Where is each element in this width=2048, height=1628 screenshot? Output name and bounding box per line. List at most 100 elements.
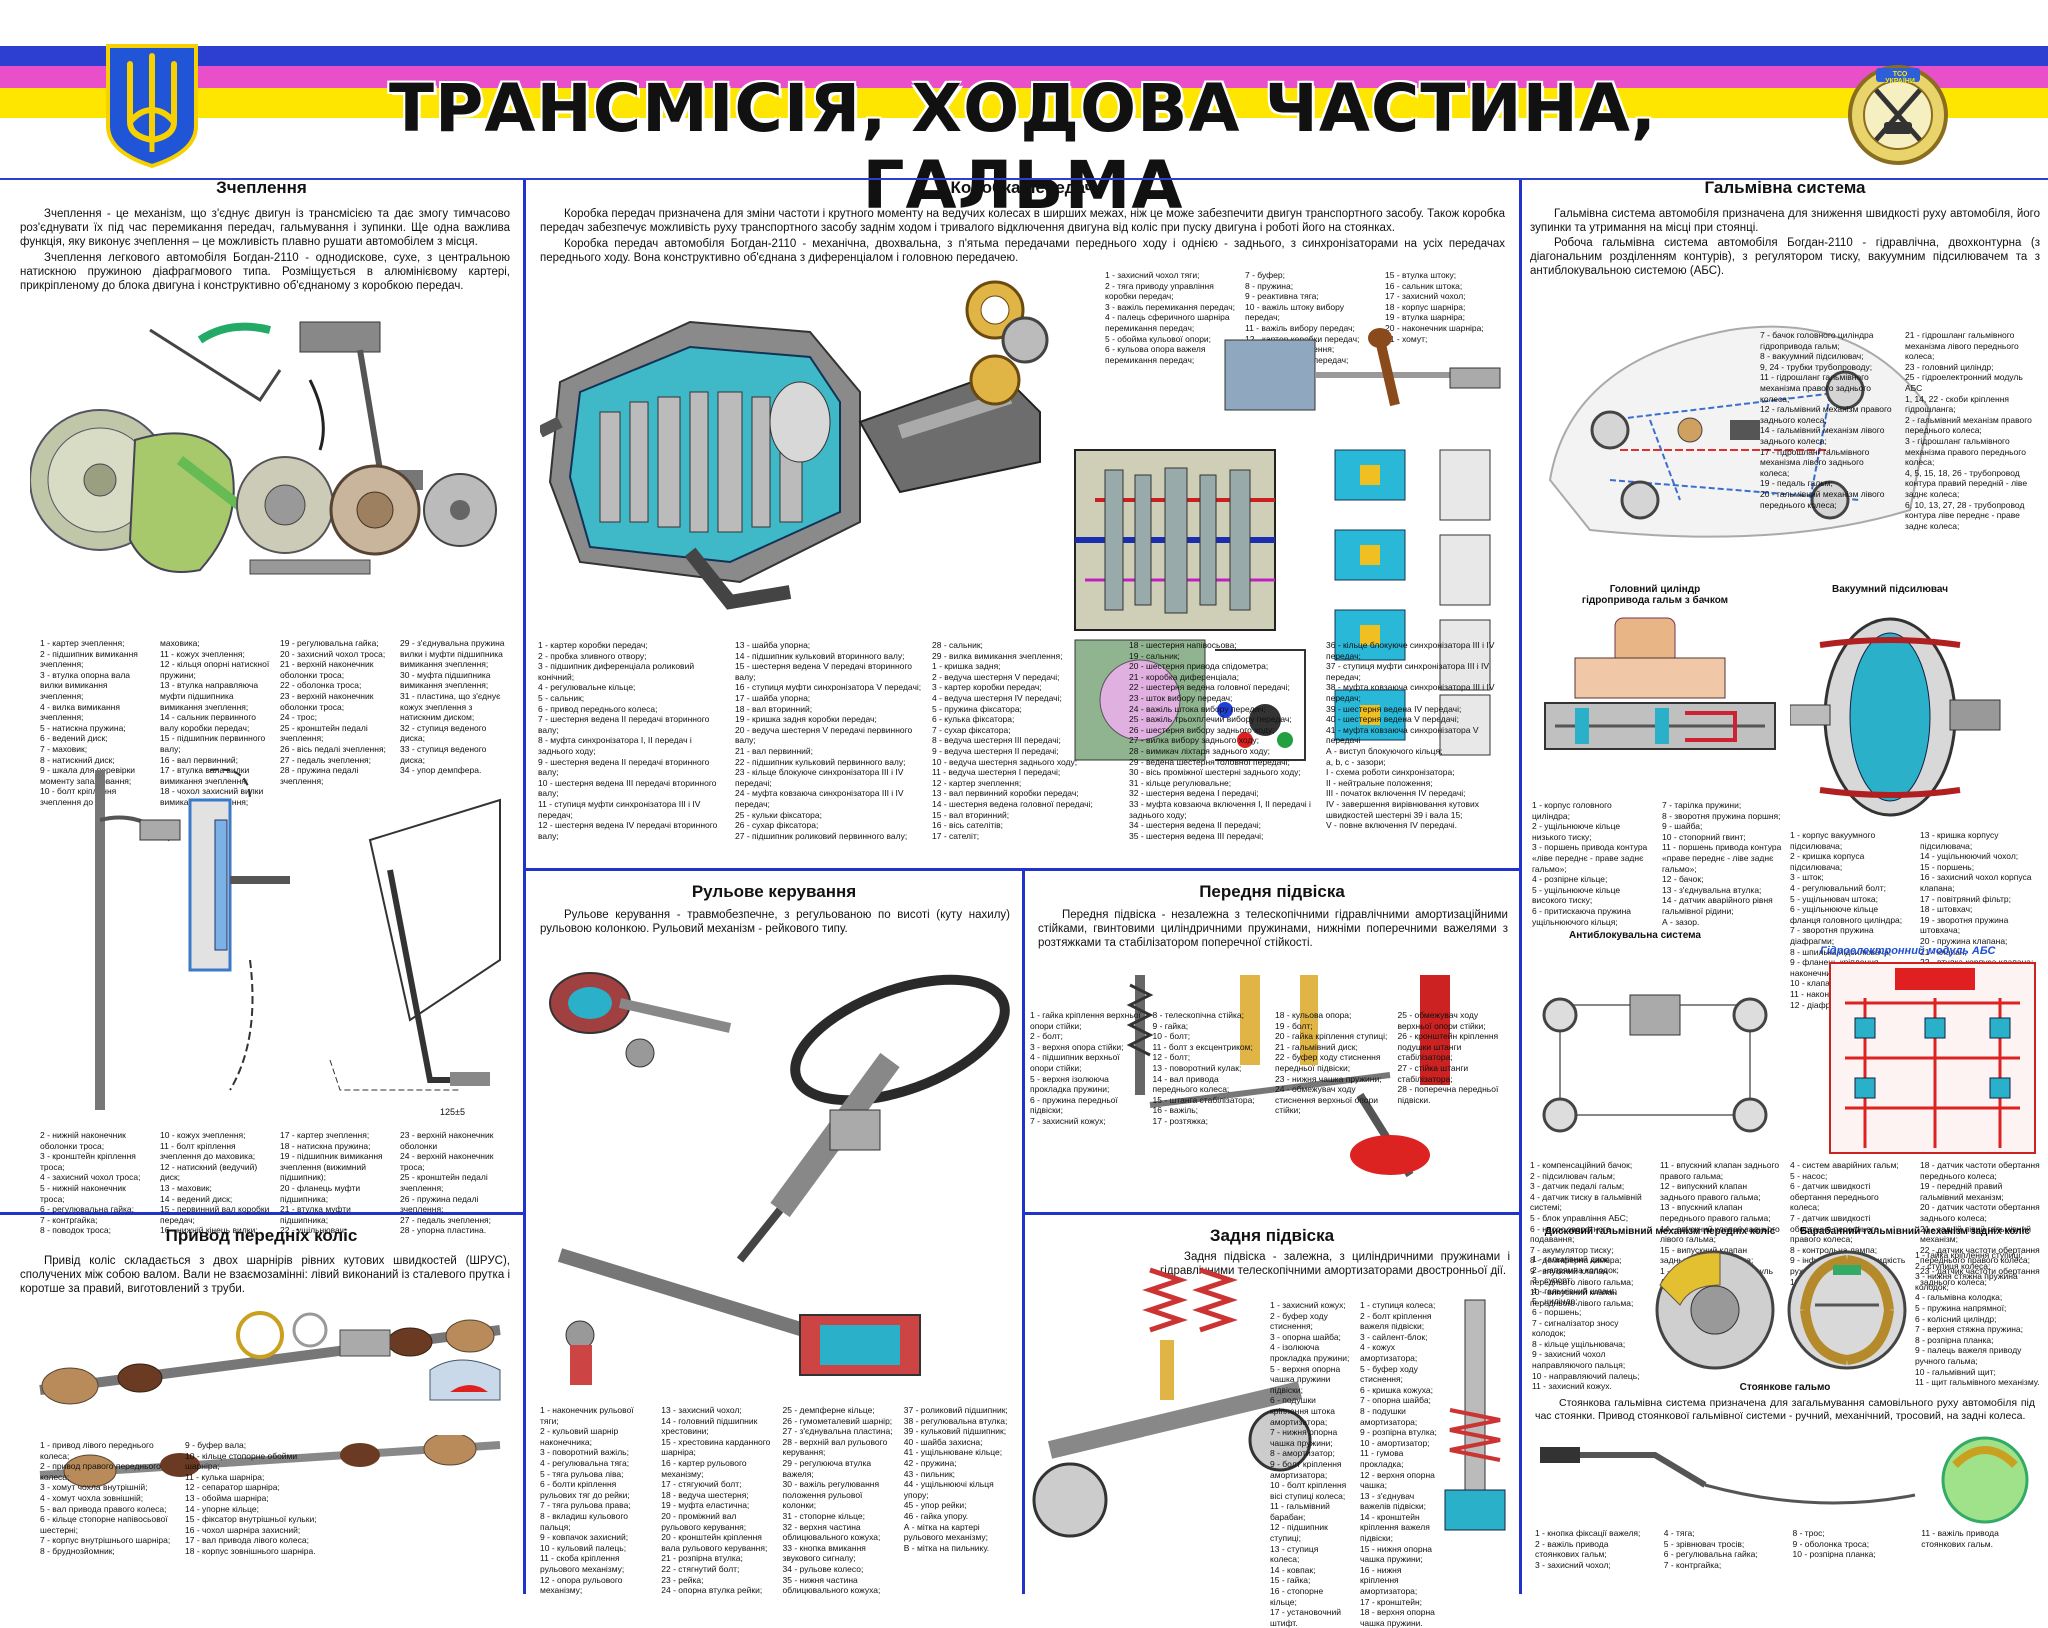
legend-item: 18 - ведуча шестерня; — [661, 1489, 749, 1500]
legend-item: 10 - ведуча шестерня заднього ходу; — [932, 756, 1078, 767]
legend-item: 4 - регулювальний болт; — [1790, 882, 1886, 893]
legend-item: 21 - задній лівий гальмівний механізм; — [1920, 1223, 2031, 1245]
rear-shock-illustration — [1444, 1299, 1506, 1531]
legend-item: 7 - контргайка; — [40, 1214, 98, 1225]
clutch-paragraph-1: Зчеплення - це механізм, що з'єднує двиг… — [20, 208, 510, 248]
legend-item: 26 - кронштейн кріплення подушки штанги … — [1397, 1031, 1499, 1063]
legend-item: 13 - з'єднувальна втулка; — [1662, 884, 1762, 895]
legend-item: 17 - втулка вала вилки вимикання зчеплен… — [160, 765, 250, 786]
legend-item: 11 - кулька шарніра; — [185, 1471, 265, 1482]
legend-item: 29 - вилка вимикання зчеплення; — [932, 650, 1063, 661]
legend-item: 25 - кульки фіксатора; — [735, 809, 822, 820]
legend-item: 9 - впускний клапан переднього лівого га… — [1530, 1265, 1634, 1287]
legend-item: 16 - картер рульового механізму; — [661, 1457, 747, 1479]
gearbox-legend-top: 1 - захисний чохол тяги;2 - тяга приводу… — [1105, 270, 1515, 365]
legend-item: 12 - верхня опорна чашка; — [1360, 1469, 1435, 1491]
legend-item: 10 - болт; — [1152, 1031, 1191, 1042]
parking-brake-legend: 1 - кнопка фіксації важеля;2 - важіль пр… — [1535, 1528, 2040, 1570]
legend-item: 4 - датчик тиску в гальмівній системі; — [1530, 1191, 1642, 1213]
legend-item: 27 - стійка штанги стабілізатора; — [1397, 1062, 1469, 1084]
brakes-paragraph-1: Гальмівна система автомобіля призначена … — [1530, 208, 2040, 234]
legend-item: 21 - гідрошланг гальмівного механізма лі… — [1905, 330, 2019, 362]
legend-item: 2 - кульовий шарнір наконечника; — [540, 1426, 619, 1447]
drum-brake-illustration — [1787, 1250, 1907, 1370]
legend-item: 17 - стягуючий болт; — [661, 1479, 742, 1490]
synchronizer-stages-diagram — [1334, 449, 1491, 756]
legend-item: 24 - опорна втулка рейки; — [661, 1585, 763, 1596]
legend-item: 24 - трос; — [280, 712, 317, 723]
legend-item: 9 - розпірна втулка; — [1360, 1427, 1437, 1438]
legend-item: 38 - регулювальна втулка; — [903, 1415, 1008, 1426]
abs-title: Антиблокувальна система — [1568, 930, 1701, 941]
legend-item: 34 - упор демпфера. — [400, 765, 482, 776]
legend-item: 4 - гальмівна колодка; — [1915, 1292, 2003, 1303]
legend-item: 3 - хомут чохла внутрішній; — [40, 1482, 148, 1493]
legend-item: 3 - підшипник диференціала роликовий кон… — [538, 661, 695, 682]
legend-item: 34 - рульове колесо; — [782, 1563, 864, 1574]
legend-item: 23 - головний циліндр; — [1905, 361, 1994, 372]
legend-item: 8 - шпилька підсилювача; — [1790, 946, 1892, 957]
legend-item: 7 - датчик швидкості обертання передньог… — [1790, 1212, 1879, 1245]
legend-item: 3 - нижня стяжна пружина колодок; — [1915, 1271, 2018, 1292]
drum-brake-legend: 1 - гайка кріплення ступиці;2 - ступиця … — [1915, 1250, 2043, 1388]
legend-item: 17 - розтяжка; — [1152, 1115, 1208, 1126]
legend-item: 28 - сальник; — [932, 640, 983, 650]
legend-item: 5 - циліндр; — [1532, 1296, 1578, 1307]
legend-item: 11 - болт кріплення зчеплення до маховик… — [160, 1140, 256, 1162]
steering-title: Рульове керування — [691, 882, 857, 901]
legend-item: 20 - ведуча шестерня V передачі первинно… — [735, 724, 913, 746]
disc-brake-legend: 1 - гальмівний диск;2 - напрямна колодок… — [1532, 1254, 1652, 1392]
legend-item: 3 - втулка опорна вала вилки вимикання з… — [40, 669, 131, 701]
legend-item: 20 - шестерня привода спідометра; — [1129, 661, 1269, 672]
legend-item: 3 - опорна шайба; — [1270, 1331, 1341, 1342]
legend-item: 27 - вилка вибору заднього ходу; — [1129, 735, 1260, 746]
legend-item: 9 - оболонка троса; — [1792, 1538, 1870, 1549]
legend-item: 9 - ковпачок захисний; — [540, 1532, 629, 1543]
legend-item: 5 - зрівнювач тросів; — [1663, 1538, 1745, 1549]
legend-item: 1 - ступиця колеса; — [1360, 1300, 1436, 1310]
legend-item: 13 - кришка корпусу підсилювача; — [1920, 830, 1999, 851]
clutch-legend-2: 2 - нижній наконечник оболонки троса;3 -… — [40, 1130, 510, 1236]
legend-item: 9 - реактивна тяга; — [1245, 291, 1319, 302]
steering-mechanism-illustration — [557, 1248, 921, 1385]
legend-item: 12 - опора рульового механізму; — [540, 1574, 623, 1596]
legend-item: 32 - ступиця веденого диска; — [400, 722, 487, 744]
legend-item: 19 - втулка шарніра; — [1385, 312, 1466, 323]
master-cylinder-title: Головний циліндр гідропривода гальм з ба… — [1581, 584, 1729, 606]
legend-item: 9, 24 - трубки трубопроводу; — [1760, 361, 1873, 372]
legend-item: 12 - бачок; — [1662, 874, 1704, 885]
legend-item: 16 - вісь сателітів; — [932, 820, 1003, 831]
legend-item: 24 - верхній наконечник троса; — [400, 1151, 494, 1172]
legend-item: 40 - шайба захисна; — [903, 1436, 983, 1447]
legend-item: 12 - кільця опорні натискної пружини; — [160, 659, 270, 680]
legend-item: 21 - коробка диференціала; — [1129, 671, 1239, 682]
legend-item: 5 - пружина фіксатора; — [932, 703, 1022, 714]
legend-item: 20 - захисний чохол троса; — [280, 648, 386, 659]
legend-item: 12 - діафрагма; — [1790, 999, 1852, 1010]
legend-item: 10 - стопорний гвинт; — [1662, 831, 1746, 842]
legend-item: 2 - буфер ходу стиснення; — [1270, 1310, 1328, 1332]
legend-item: 7 - маховик; — [40, 743, 88, 754]
front-suspension-title: Передня підвіска — [1199, 882, 1345, 901]
legend-item: 4 - кожух амортизатора; — [1360, 1342, 1418, 1363]
legend-item: 17 - установочний штифт. — [1270, 1607, 1341, 1628]
legend-item: 10 - клапан; — [1790, 978, 1837, 989]
legend-item: 8 - поводок троса; — [40, 1225, 112, 1236]
legend-item: 14 - ущільнюючий чохол; — [1920, 851, 2019, 862]
legend-item: 14 - вал привода переднього колеса; — [1152, 1073, 1230, 1095]
legend-item: 7 - контргайка; — [1663, 1559, 1722, 1570]
legend-item: 6 - кришка кожуха; — [1360, 1384, 1434, 1395]
legend-item: 3 - датчик педалі гальм; — [1530, 1181, 1625, 1192]
legend-item: 37 - ступиця муфти синхронізатора III і … — [1326, 661, 1490, 682]
legend-item: 9 - палець важеля приводу ручного гальма… — [1915, 1345, 2022, 1366]
legend-item: 17 - гідрошланг гальмівного механізма лі… — [1760, 446, 1870, 478]
legend-item: 10 - розпірна планка; — [1792, 1549, 1876, 1560]
legend-item: 30 - важіль регулювання положення рульов… — [782, 1479, 880, 1511]
legend-item: 23 - рейка; — [661, 1574, 704, 1585]
legend-item: 15 - підшипник первинного валу; — [160, 733, 266, 754]
legend-item: 7 - тарілка пружини; — [1662, 800, 1742, 810]
legend-item: 42 - пружина; — [903, 1457, 957, 1468]
legend-item: 16 - стопорне кільце; — [1270, 1586, 1324, 1607]
legend-item: 2 - привод правого переднього колеса; — [40, 1461, 161, 1482]
legend-item: 12 - гальмівний механізм правого задньог… — [1760, 404, 1892, 425]
